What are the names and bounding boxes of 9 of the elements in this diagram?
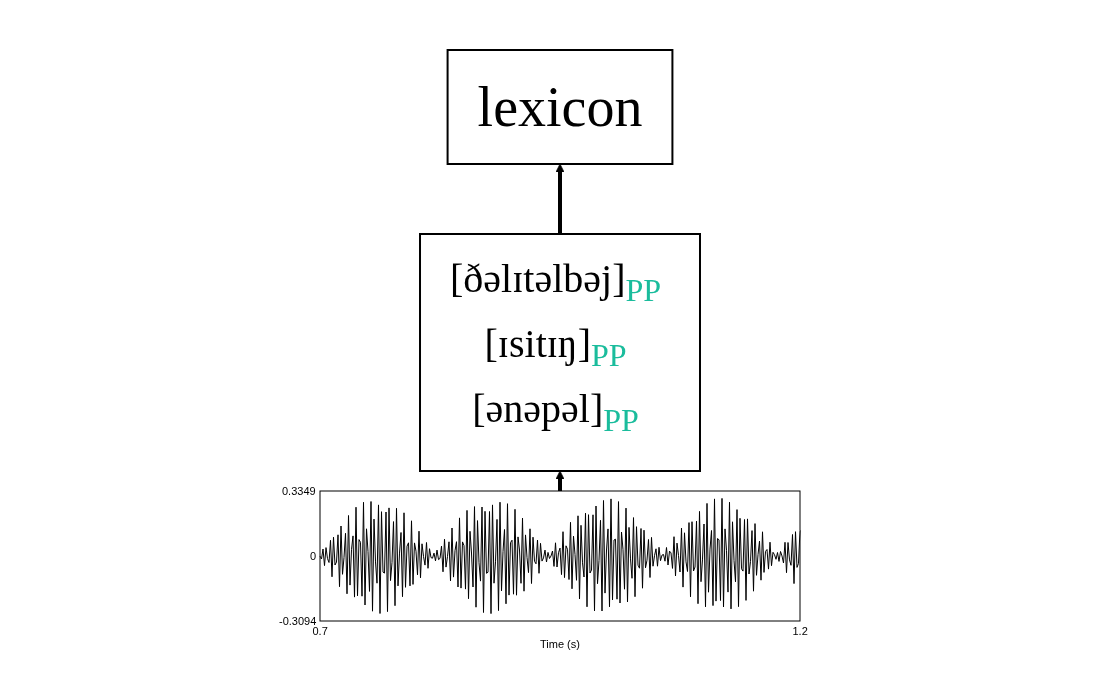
axis-tick-label: -0.3094 [279, 614, 317, 627]
arrow [555, 163, 565, 234]
axis-tick-label: 0.7 [312, 624, 328, 637]
node-box: lexicon [446, 48, 674, 165]
axis-tick-label: 0.3349 [282, 484, 316, 497]
axis-tick-label: 0 [310, 549, 317, 562]
node-box: [ðəlɪtəlbəj]$_{PP}$ [ɪsitɪŋ]$_{PP}$ [ənəpəl]$_{PP}$ [419, 232, 701, 472]
axis-title: Time (s) [540, 637, 580, 650]
axis-tick-label: 1.2 [792, 624, 808, 637]
